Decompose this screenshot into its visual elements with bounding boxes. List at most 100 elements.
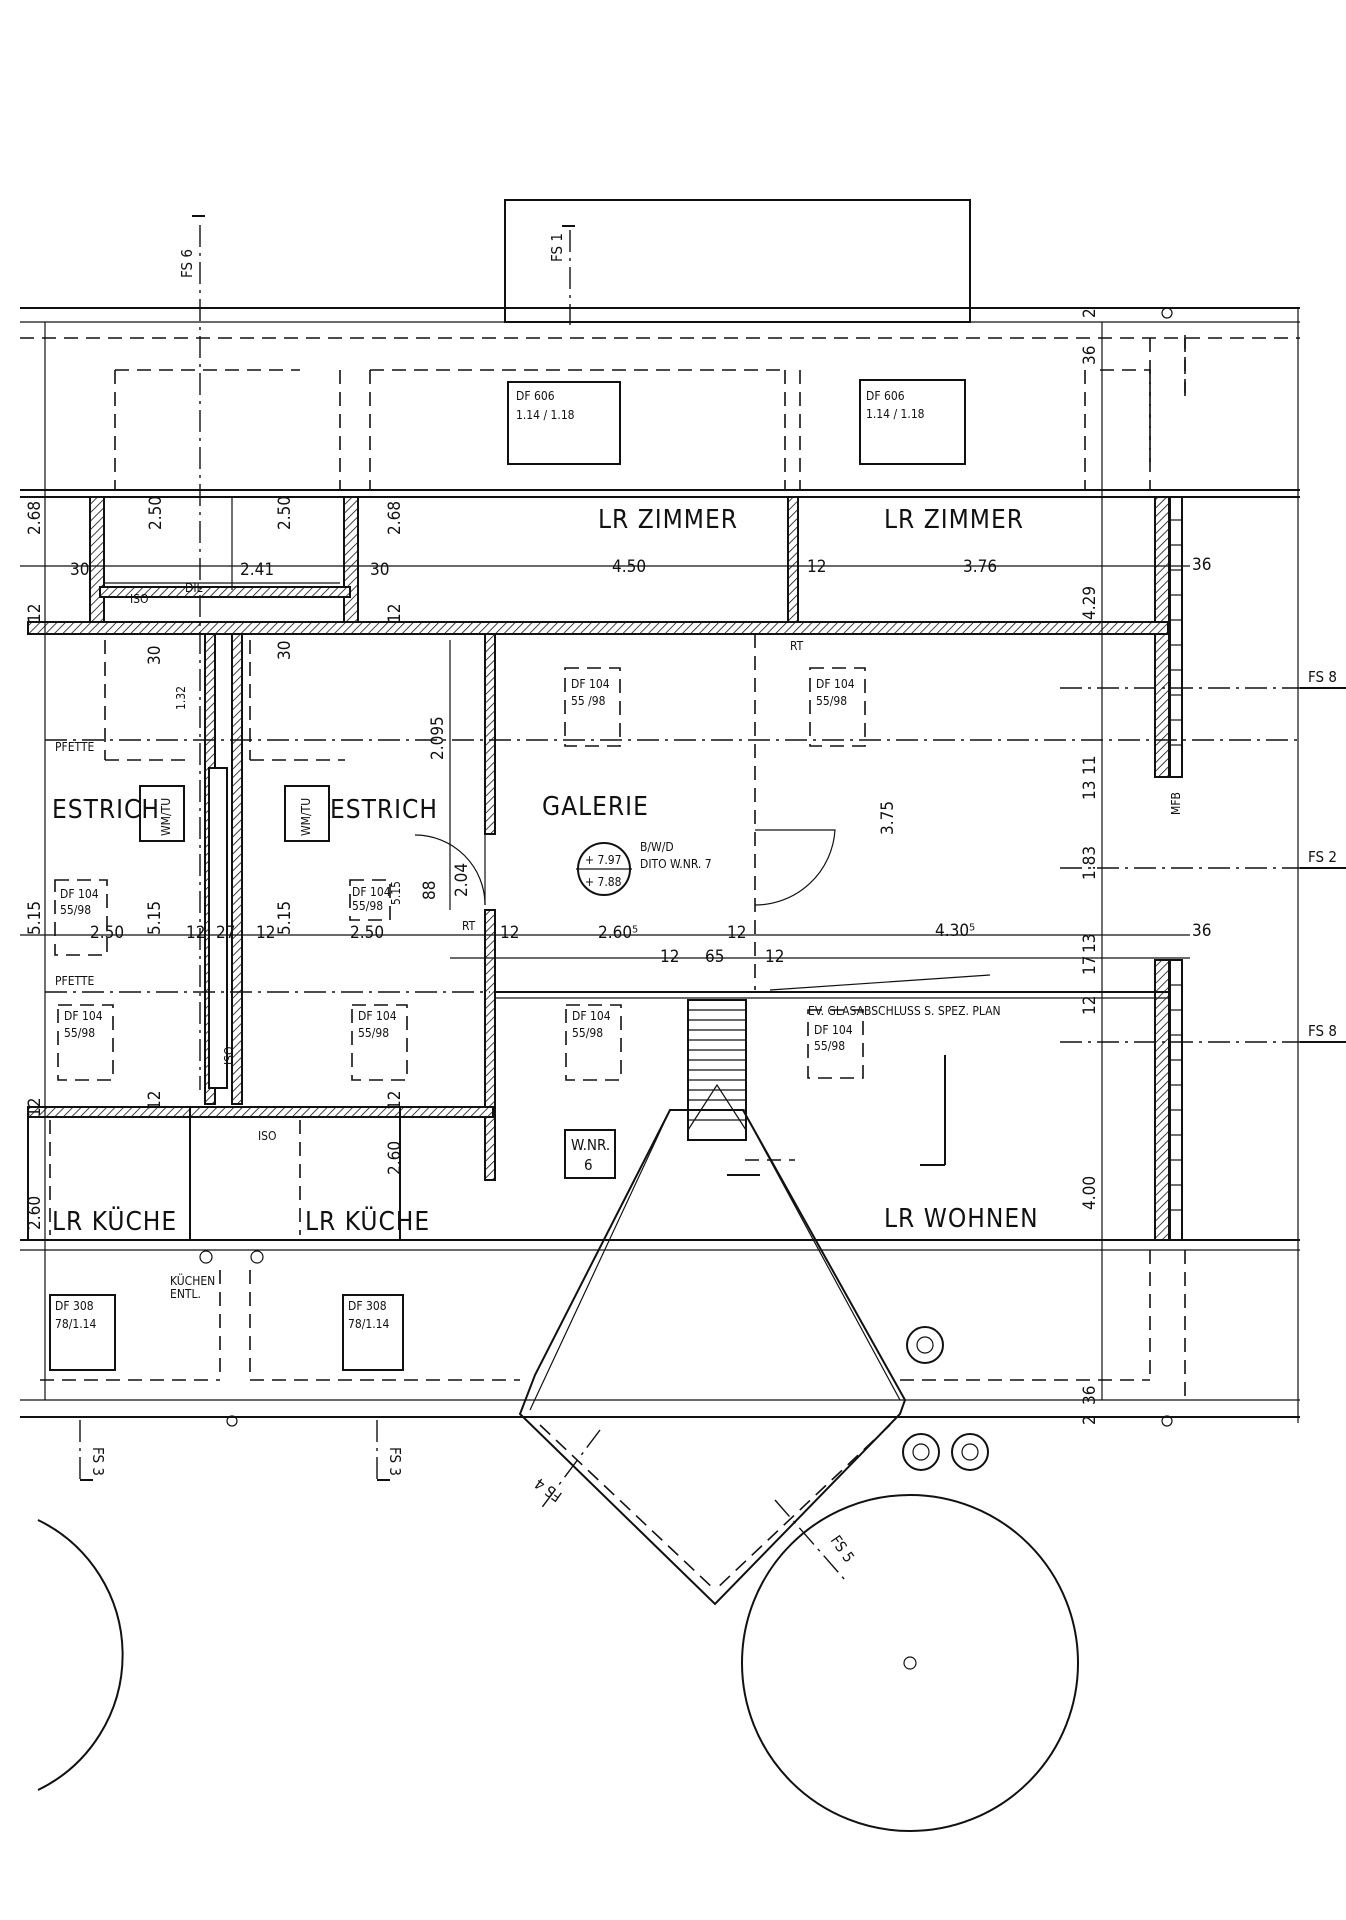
dim-2-60: 2.60 xyxy=(385,1141,405,1175)
appliance-wm-tu-1: WM/TU xyxy=(139,785,185,842)
section-fs4: FS 4 xyxy=(531,1429,601,1511)
svg-text:DF 104: DF 104 xyxy=(814,1023,853,1037)
window-df104-estrich2-lower: DF 104 55/98 xyxy=(351,1004,408,1081)
glass-enclosure-note: EV. GLASABSCHLUSS S. SPEZ. PLAN xyxy=(769,974,1001,1018)
dim-2-50-d: 2.50 xyxy=(350,923,384,943)
svg-text:DF 104: DF 104 xyxy=(358,1009,397,1023)
svg-text:55/98: 55/98 xyxy=(358,1026,389,1040)
dim-2-095: 2.095 xyxy=(428,716,448,760)
dim-30-a: 30 xyxy=(70,560,89,580)
corner-mark xyxy=(727,1055,946,1176)
svg-text:EV. GLASABSCHLUSS S. SPEZ. PLA: EV. GLASABSCHLUSS S. SPEZ. PLAN xyxy=(808,1004,1001,1018)
section-fs6: FS 6 xyxy=(178,215,205,278)
dim-2-60-left: 2.60 xyxy=(25,1196,45,1230)
svg-text:DF 104: DF 104 xyxy=(64,1009,103,1023)
dim-27: 27 xyxy=(216,923,235,943)
dim-30-c: 30 xyxy=(145,646,165,665)
dim-12-h: 12 xyxy=(660,947,679,967)
label-pfette-2: PFETTE xyxy=(55,974,95,988)
dim-65: 65 xyxy=(705,947,724,967)
section-fs5: FS 5 xyxy=(774,1499,858,1581)
dim-2-a: 2 xyxy=(1080,308,1100,318)
dim-2-50-right: 2.50 xyxy=(275,496,295,530)
upper-walls xyxy=(27,496,1183,778)
svg-text:78/1.14: 78/1.14 xyxy=(55,1317,97,1331)
svg-text:FS 4: FS 4 xyxy=(531,1474,565,1505)
svg-text:55/98: 55/98 xyxy=(64,1026,95,1040)
svg-text:WM/TU: WM/TU xyxy=(159,798,173,836)
dim-5-15-a: 5.15 xyxy=(25,901,45,935)
window-df104-galerie: DF 104 55 /98 xyxy=(564,667,621,747)
dimension-lines xyxy=(20,322,1190,1400)
svg-text:DF 308: DF 308 xyxy=(55,1299,94,1313)
section-fs3-left: FS 3 xyxy=(79,1420,107,1481)
svg-text:55/98: 55/98 xyxy=(60,903,91,917)
svg-text:DF 104: DF 104 xyxy=(816,677,855,691)
svg-text:FS 3: FS 3 xyxy=(89,1447,107,1476)
room-lr-zimmer-1: LR ZIMMER xyxy=(598,505,738,535)
section-fs8-bottom: FS 8 xyxy=(1300,1022,1346,1043)
label-iso-1: ISO xyxy=(130,592,149,606)
label-rt-1: RT xyxy=(790,639,804,653)
dim-36-a: 36 xyxy=(1192,555,1211,575)
svg-text:FS 6: FS 6 xyxy=(178,249,196,278)
dim-2-68-left: 2.68 xyxy=(25,501,45,535)
window-df104-estrich2-upper: DF 104 55/98 xyxy=(349,879,391,921)
dim-2-b: 2 xyxy=(1080,1415,1100,1425)
door-galerie xyxy=(414,834,486,906)
dim-12-d: 12 xyxy=(186,923,205,943)
svg-text:FS 3: FS 3 xyxy=(386,1447,404,1476)
section-fs3-right: FS 3 xyxy=(376,1420,404,1481)
dim-2-04: 2.04 xyxy=(452,863,472,897)
dim-12-j: 12 xyxy=(1080,996,1100,1015)
svg-text:FS 8: FS 8 xyxy=(1308,1022,1337,1040)
window-df308-a: DF 308 78/1.14 xyxy=(49,1294,116,1371)
svg-text:DF 104: DF 104 xyxy=(60,887,99,901)
svg-text:55/98: 55/98 xyxy=(572,1026,603,1040)
unit-number: W.NR. 6 xyxy=(564,1129,616,1179)
dim-12-k: 12 xyxy=(145,1091,165,1110)
dim-36-c: 36 xyxy=(1080,346,1100,365)
dim-5-15-d: 5.15 xyxy=(389,881,403,905)
dim-1-83: 1.83 xyxy=(1080,846,1100,880)
svg-text:55/98: 55/98 xyxy=(816,694,847,708)
level-lower: + 7.88 xyxy=(585,875,622,889)
level-upper: + 7.97 xyxy=(585,853,622,867)
label-dito: DITO W.NR. 7 xyxy=(640,857,712,871)
label-dil: DIL xyxy=(185,581,203,595)
label-bwd: B/W/D xyxy=(640,840,674,854)
dim-30-b: 30 xyxy=(370,560,389,580)
middle-walls xyxy=(20,633,1300,1418)
svg-text:FS 5: FS 5 xyxy=(827,1532,858,1566)
window-df308-b: DF 308 78/1.14 xyxy=(342,1294,404,1371)
dim-4-30-5: 4.30⁵ xyxy=(935,921,975,941)
window-df104-estrich1-lower: DF 104 55/98 xyxy=(57,1004,114,1081)
dim-2-50-c: 2.50 xyxy=(90,923,124,943)
label-mfb: MFB xyxy=(1169,792,1183,815)
dim-2-41: 2.41 xyxy=(240,560,274,580)
label-pfette-1: PFETTE xyxy=(55,740,95,754)
dim-4-29: 4.29 xyxy=(1080,586,1100,620)
dormer-projection xyxy=(518,1109,907,1606)
room-estrich-1: ESTRICH xyxy=(52,795,160,825)
dim-17: 17 xyxy=(1080,956,1100,975)
label-rt-2: RT xyxy=(462,919,476,933)
section-fs2: FS 2 xyxy=(1300,848,1346,869)
room-galerie: GALERIE xyxy=(542,792,649,822)
svg-text:FS 1: FS 1 xyxy=(548,233,566,262)
level-marker: + 7.97 + 7.88 xyxy=(576,842,632,896)
dim-3-75: 3.75 xyxy=(878,801,898,835)
room-lr-kueche-2: LR KÜCHE xyxy=(305,1205,430,1237)
window-df606-a: DF 606 1.14 / 1.18 xyxy=(507,381,621,465)
dim-12-e: 12 xyxy=(256,923,275,943)
dim-36-b: 36 xyxy=(1192,921,1211,941)
dim-12-l: 12 xyxy=(385,1091,405,1110)
section-fs8-top: FS 8 xyxy=(1300,668,1346,689)
dim-12-f: 12 xyxy=(500,923,519,943)
room-lr-wohnen: LR WOHNEN xyxy=(884,1204,1039,1234)
label-entl: ENTL. xyxy=(170,1287,201,1301)
svg-text:W.NR.: W.NR. xyxy=(571,1136,610,1154)
window-df104-right: DF 104 55/98 xyxy=(809,667,866,747)
dim-2-68-right: 2.68 xyxy=(385,501,405,535)
